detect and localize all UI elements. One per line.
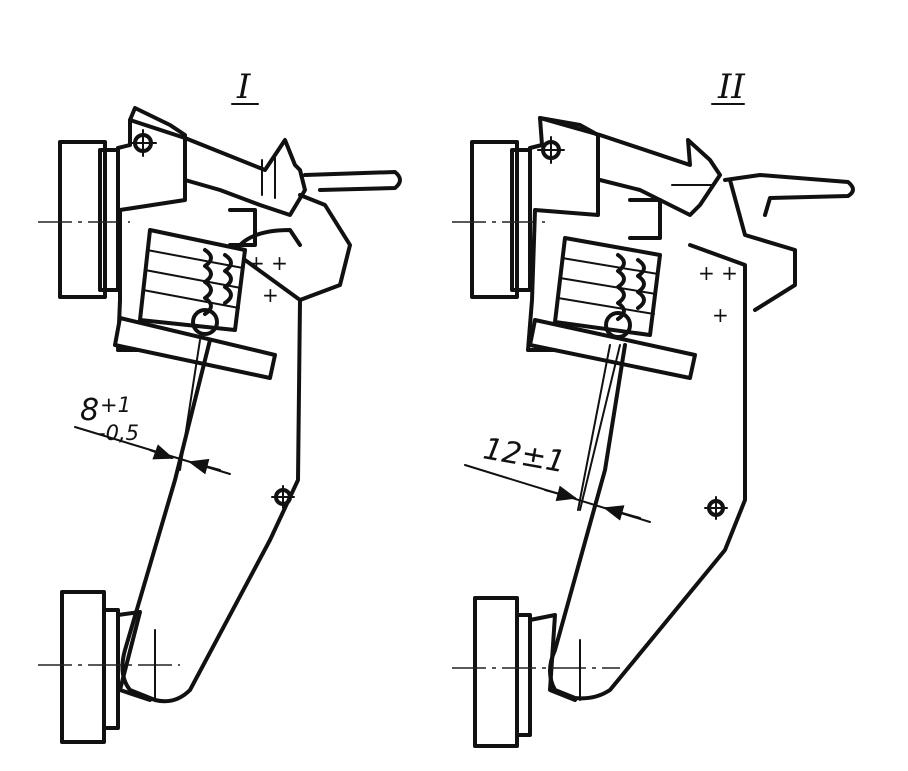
view-2-lower-pad <box>473 596 519 748</box>
view-2-pedal-rod <box>723 173 855 217</box>
view-2-base-plate <box>528 318 697 380</box>
view-2-assembly: + + + <box>452 116 855 748</box>
view-1-lower-pad <box>60 590 106 744</box>
svg-text:+: + <box>712 303 729 327</box>
view-1-label: I <box>236 67 251 107</box>
view-1-dimension-lower: -0,5 <box>98 421 139 445</box>
view-1-push-rod <box>179 339 201 471</box>
view-1-lever-slot <box>261 157 276 199</box>
view-1-assembly: + + + <box>38 106 402 744</box>
view-2-upper-pad <box>470 140 519 299</box>
view-1-dimension-base: 8 <box>80 393 99 428</box>
view-1-dimension-upper: +1 <box>100 393 131 417</box>
view-2-bracket-body <box>526 116 600 352</box>
view-1-top-lever <box>128 118 307 217</box>
view-1-upper-pad <box>58 140 107 299</box>
view-2-top-lever <box>538 116 722 217</box>
view-2-rear-housing <box>728 178 797 312</box>
svg-text:+ +: + + <box>248 251 288 275</box>
view-2-push-rod <box>579 344 621 511</box>
svg-text:+: + <box>262 283 279 307</box>
view-2-label: II <box>717 67 745 107</box>
view-1-pedal-rod <box>303 170 402 192</box>
view-1-spring-seat <box>191 308 219 336</box>
view-1-rear-housing <box>298 193 352 302</box>
view-2-coil-spring <box>616 253 626 321</box>
view-1-base-plate <box>113 316 277 380</box>
view-1-coil-spring <box>203 248 213 316</box>
svg-text:+ +: + + <box>698 261 738 285</box>
